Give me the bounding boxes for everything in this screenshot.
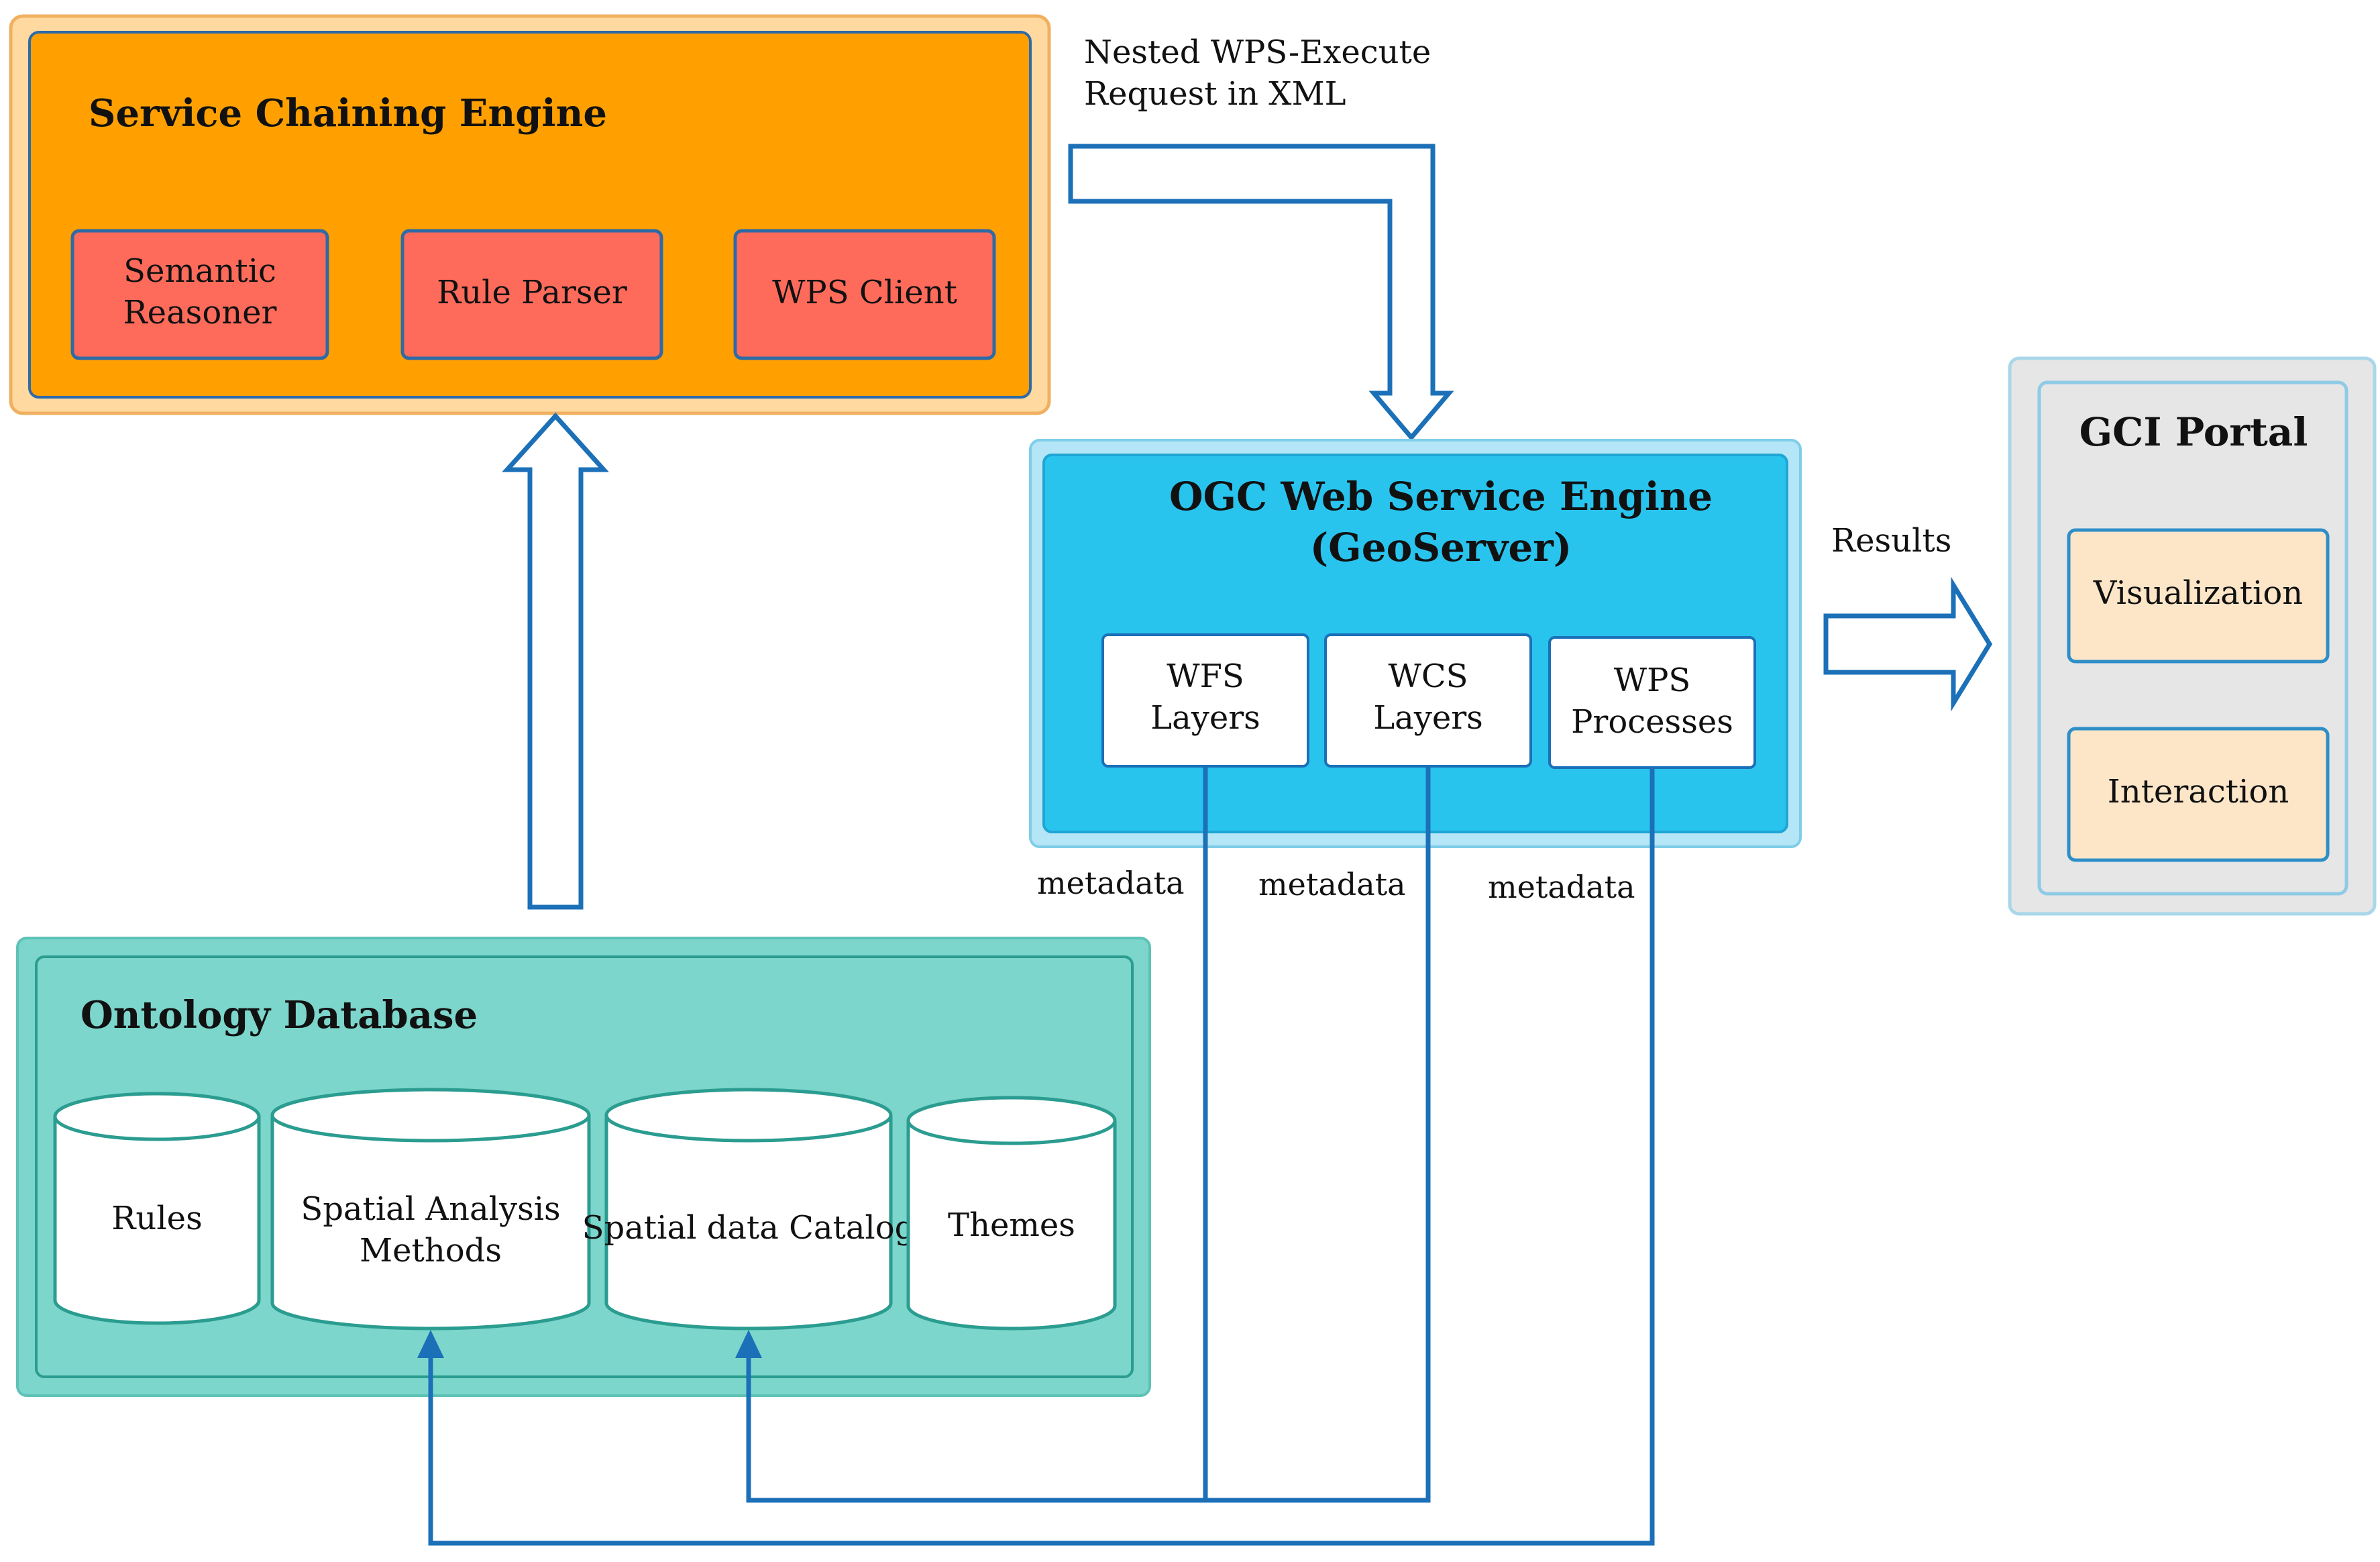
wcs-layers-box: WCS Layers — [1324, 633, 1532, 768]
spatial-catalog-label: Spatial data Catalog — [582, 1209, 916, 1247]
spatial-analysis-label-line2: Methods — [360, 1232, 502, 1269]
metadata-label-wfs: metadata — [1037, 865, 1185, 901]
ogc-web-service-engine: OGC Web Service Engine (GeoServer) WFS L… — [1029, 439, 1802, 848]
semantic-reasoner-label-line2: Reasoner — [123, 294, 277, 331]
ogc-engine-title-line1: OGC Web Service Engine — [1169, 474, 1713, 519]
rules-label: Rules — [111, 1200, 202, 1237]
spatial-catalog-store: Spatial data Catalog — [582, 1088, 916, 1331]
wcs-layers-label-line1: WCS — [1389, 658, 1468, 695]
ontology-database-title: Ontology Database — [80, 993, 478, 1037]
visualization-box: Visualization — [2067, 528, 2330, 664]
semantic-reasoner-box: Semantic Reasoner — [70, 229, 329, 360]
ontology-to-engine-arrow — [502, 412, 609, 910]
metadata-label-wps: metadata — [1488, 869, 1635, 905]
themes-label: Themes — [948, 1206, 1075, 1244]
arrowhead-to-spatial-analysis — [417, 1330, 444, 1358]
gci-portal-title: GCI Portal — [2079, 409, 2308, 455]
rule-parser-box: Rule Parser — [400, 229, 663, 360]
nested-request-label-line1: Nested WPS-Execute — [1084, 34, 1431, 71]
wcs-layers-label-line2: Layers — [1373, 699, 1483, 737]
wfs-layers-box: WFS Layers — [1101, 633, 1309, 768]
ogc-engine-title-line2: (GeoServer) — [1310, 525, 1572, 570]
themes-store: Themes — [906, 1096, 1117, 1331]
semantic-reasoner-label-line1: Semantic — [123, 252, 276, 290]
wps-processes-box: WPS Processes — [1548, 636, 1756, 769]
interaction-box: Interaction — [2067, 727, 2330, 862]
spatial-analysis-store: Spatial Analysis Methods — [270, 1088, 591, 1331]
rules-store: Rules — [53, 1092, 261, 1325]
spatial-analysis-label-line1: Spatial Analysis — [301, 1190, 560, 1228]
metadata-connectors — [428, 768, 1655, 1546]
service-chaining-engine-title: Service Chaining Engine — [89, 91, 607, 136]
wfs-layers-label-line1: WFS — [1167, 658, 1244, 695]
gci-portal: GCI Portal Visualization Interaction — [2008, 356, 2377, 916]
visualization-label: Visualization — [2093, 574, 2303, 612]
wps-metadata-line — [428, 769, 1655, 1546]
ontology-database: Ontology Database Rules Spatial Analysis… — [16, 937, 1151, 1397]
arrowhead-to-spatial-catalog — [735, 1330, 762, 1358]
interaction-label: Interaction — [2108, 773, 2289, 811]
rule-parser-label: Rule Parser — [437, 274, 627, 311]
results-arrow — [1823, 576, 1993, 712]
results-label: Results — [1831, 522, 1951, 560]
service-chaining-engine: Service Chaining Engine Semantic Reasone… — [9, 14, 1051, 415]
wps-processes-label-line1: WPS — [1614, 662, 1691, 699]
wps-client-label: WPS Client — [772, 274, 957, 311]
nested-request-label-line2: Request in XML — [1084, 75, 1346, 113]
nested-request-arrow — [1068, 144, 1454, 441]
metadata-label-wcs: metadata — [1258, 866, 1406, 902]
wps-client-box: WPS Client — [733, 229, 996, 360]
wfs-layers-label-line2: Layers — [1150, 699, 1260, 737]
wcs-metadata-line — [746, 768, 1431, 1503]
wps-processes-label-line2: Processes — [1571, 703, 1733, 741]
